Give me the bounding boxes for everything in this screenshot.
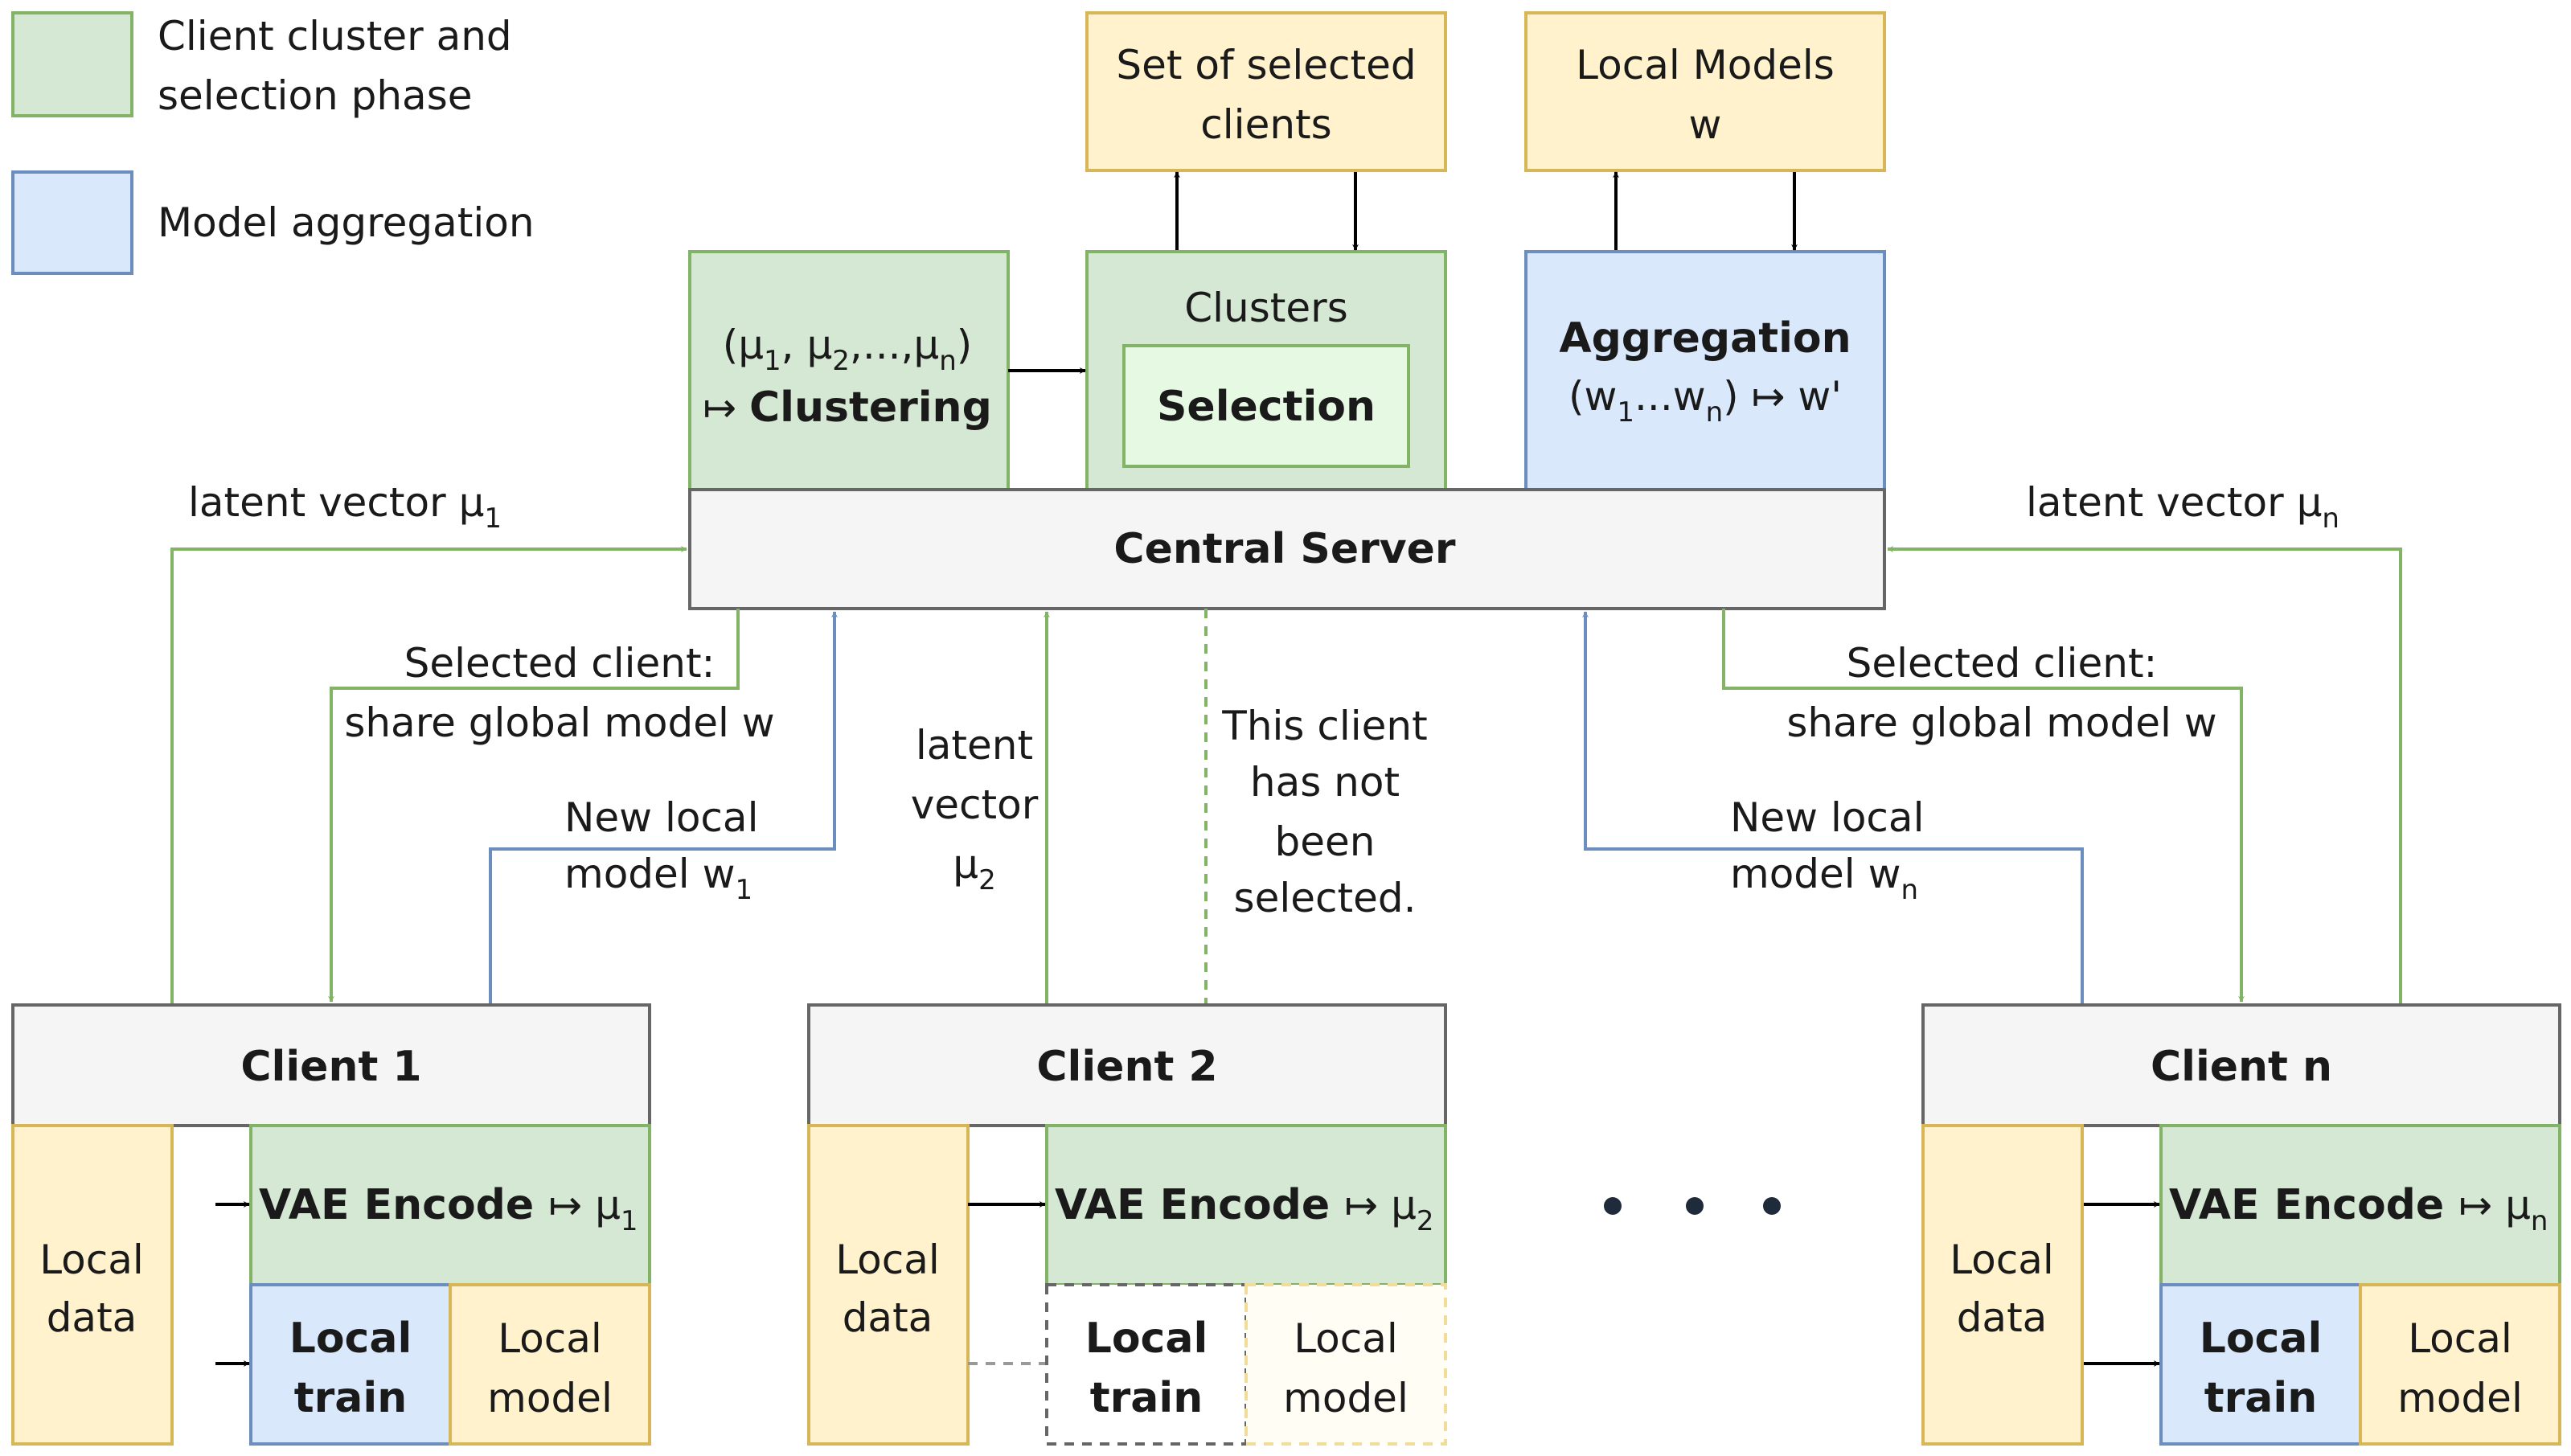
label-latent-mu1: latent vector μ1 — [188, 479, 502, 535]
label-selected-n-line1: Selected client: — [1847, 640, 2158, 687]
selected-clients-box: Set of selected clients — [1085, 11, 1447, 172]
clusters-box: Clusters Selection — [1085, 250, 1447, 491]
client-1-data-line2: data — [47, 1294, 137, 1341]
aggregation-formula: (w1...wn) ↦ w' — [1568, 373, 1842, 429]
edge-new-local-wn — [1582, 611, 2084, 1003]
client-2-train-line1: Local — [1085, 1315, 1208, 1363]
client-2-data-line1: Local — [835, 1237, 940, 1283]
local-models-line2: w — [1689, 101, 1722, 148]
legend: Client cluster and selection phase Model… — [11, 11, 535, 275]
label-not-selected-line4: selected. — [1234, 875, 1417, 921]
client-n-data-line2: data — [1957, 1294, 2048, 1341]
client-1-encode — [249, 1124, 651, 1286]
aggregation-box: Aggregation (w1...wn) ↦ w' — [1524, 250, 1886, 491]
edge-latent-mun — [1887, 546, 2402, 1003]
label-latent-mun: latent vector μn — [2026, 479, 2339, 535]
client-n-local-model — [2359, 1283, 2561, 1446]
clusters-title: Clusters — [1184, 285, 1348, 331]
more-clients-ellipsis — [1604, 1197, 1781, 1215]
client-2-encode — [1045, 1124, 1447, 1286]
client-2-local-model — [1244, 1283, 1447, 1446]
client-n-train-line2: train — [2204, 1374, 2317, 1422]
label-latent-mu2-line1: latent — [916, 722, 1033, 769]
client-2-title: Client 2 — [1036, 1043, 1217, 1091]
legend-cluster-label-1: Client cluster and — [158, 13, 512, 59]
central-server: Central Server — [688, 488, 1886, 610]
label-new-local-1-line1: New local — [564, 794, 758, 841]
legend-cluster-label-2: selection phase — [158, 72, 473, 119]
local-models-line1: Local Models — [1576, 42, 1835, 88]
client-n-model-line1: Local — [2408, 1315, 2512, 1362]
central-server-title: Central Server — [1113, 525, 1455, 573]
client-2-local-data — [807, 1124, 970, 1446]
clustering-label-line: ↦ Clustering — [703, 383, 992, 432]
client-1-model-line1: Local — [498, 1315, 602, 1362]
client-2-model-line1: Local — [1294, 1315, 1398, 1362]
clustering-label: Clustering — [749, 383, 992, 432]
client-1-data-line1: Local — [39, 1237, 144, 1283]
client-2-data-line2: data — [843, 1294, 933, 1341]
client-2-model-line2: model — [1283, 1375, 1409, 1421]
legend-blue-swatch — [11, 170, 133, 275]
client-1-title: Client 1 — [240, 1043, 421, 1091]
client-n-title: Client n — [2151, 1043, 2332, 1091]
client-n-data-line1: Local — [1950, 1237, 2054, 1283]
clustering-box: (μ1, μ2,...,μn) ↦ Clustering — [688, 250, 1010, 491]
label-new-local-n-line1: New local — [1730, 794, 1924, 841]
client-n-encode-label: VAE Encode ↦ μn — [2169, 1181, 2548, 1237]
label-new-local-w1: model w1 — [564, 851, 752, 906]
legend-aggregation-label: Model aggregation — [158, 199, 535, 246]
label-not-selected-line2: has not — [1250, 759, 1400, 806]
client-n-model-line2: model — [2397, 1375, 2523, 1421]
client-2-encode-label: VAE Encode ↦ μ2 — [1055, 1181, 1434, 1237]
legend-green-swatch — [11, 11, 133, 117]
label-selected-n-line2: share global model w — [1786, 699, 2216, 746]
selected-clients-line1: Set of selected — [1116, 42, 1416, 88]
selection-box — [1122, 344, 1410, 468]
label-new-local-wn: model wn — [1730, 851, 1918, 906]
label-not-selected-line3: been — [1275, 818, 1376, 865]
label-latent-mu2-line2: vector — [911, 781, 1039, 828]
client-1-encode-label: VAE Encode ↦ μ1 — [259, 1181, 638, 1237]
client-n-train-line1: Local — [2200, 1315, 2323, 1363]
label-latent-mu2-line3: μ2 — [953, 841, 995, 896]
client-1-local-model — [449, 1283, 651, 1446]
client-1-local-data — [11, 1124, 174, 1446]
local-models-box: Local Models w — [1524, 11, 1886, 172]
label-not-selected-line1: This client — [1221, 703, 1427, 749]
selected-clients-line2: clients — [1200, 101, 1331, 148]
edge-new-local-w1 — [489, 611, 838, 1003]
aggregation-title: Aggregation — [1559, 314, 1851, 363]
client-1: Client 1 Local data VAE Encode ↦ μ1 Loca… — [11, 1003, 651, 1446]
client-2: Client 2 Local data VAE Encode ↦ μ2 Loca… — [807, 1003, 1447, 1446]
client-n-local-train — [2159, 1283, 2362, 1446]
client-1-train-line1: Local — [289, 1315, 412, 1363]
client-n-encode — [2159, 1124, 2561, 1286]
client-1-train-line2: train — [294, 1374, 407, 1422]
client-n: Client n Local data VAE Encode ↦ μn Loca… — [1921, 1003, 2561, 1446]
client-1-model-line2: model — [487, 1375, 613, 1421]
edge-selected-clientn — [1722, 609, 2245, 1003]
edge-selected-client1 — [328, 609, 740, 1003]
label-selected-1-line2: share global model w — [344, 699, 774, 746]
label-selected-1-line1: Selected client: — [404, 640, 716, 687]
client-2-local-train — [1045, 1283, 1248, 1446]
edge-latent-mu1 — [170, 546, 687, 1003]
selection-label: Selection — [1157, 383, 1376, 431]
client-2-train-line2: train — [1090, 1374, 1203, 1422]
client-n-local-data — [1921, 1124, 2084, 1446]
